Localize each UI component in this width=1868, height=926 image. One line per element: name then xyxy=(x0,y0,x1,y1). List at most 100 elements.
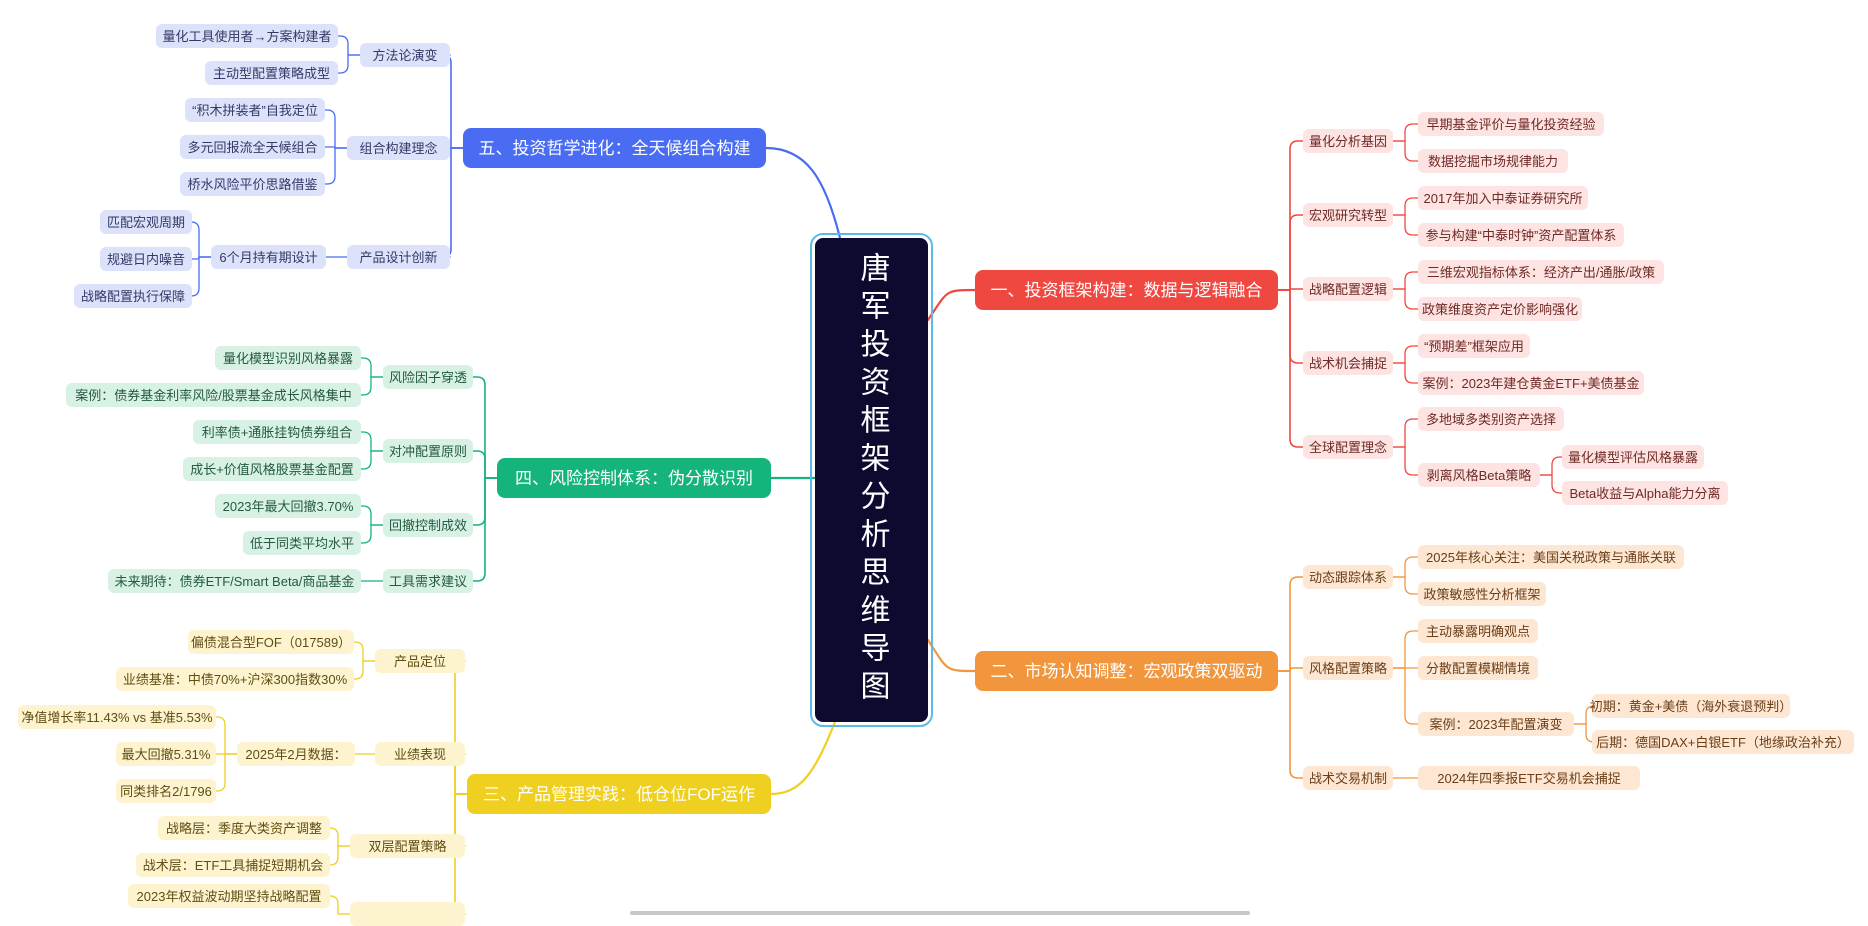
leaf-2025-focus[interactable]: 2025年核心关注：美国关税政策与通胀关联 xyxy=(1418,545,1684,569)
node-dual-layer[interactable]: 双层配置策略 xyxy=(350,834,465,858)
leaf-tactical-layer[interactable]: 战术层：ETF工具捕捉短期机会 xyxy=(136,853,330,877)
node-strip-beta[interactable]: 剥离风格Beta策略 xyxy=(1418,463,1540,487)
leaf-benchmark[interactable]: 业绩基准：中债70%+沪深300指数30% xyxy=(116,667,354,691)
leaf-quant-style-exposure[interactable]: 量化模型识别风格暴露 xyxy=(215,346,361,370)
node-product-positioning[interactable]: 产品定位 xyxy=(375,649,465,673)
connector-b1-0-1 xyxy=(1392,140,1419,162)
leaf-2023-drawdown[interactable]: 2023年最大回撤3.70% xyxy=(215,494,361,518)
connector-b3-0 xyxy=(446,660,468,795)
leaf-policy-sensitivity[interactable]: 政策敏感性分析框架 xyxy=(1418,582,1546,606)
connector-b5-2-0-2 xyxy=(190,256,212,297)
node-factor-penetration[interactable]: 风险因子穿透 xyxy=(383,365,473,389)
node-6-month-holding[interactable]: 6个月持有期设计 xyxy=(211,245,326,269)
leaf-bridgewater-risk-parity[interactable]: 桥水风险平价思路借鉴 xyxy=(180,172,325,196)
leaf-building-blocks[interactable]: “积木拼装者”自我定位 xyxy=(185,98,325,122)
connector-b2-1 xyxy=(1277,667,1304,672)
connector-b1-2 xyxy=(1277,288,1304,291)
leaf-early-gold[interactable]: 初期：黄金+美债（海外衰退预判） xyxy=(1590,694,1792,718)
connector-b4-2-1 xyxy=(360,524,384,544)
leaf-future-tools[interactable]: 未来期待：债券ETF/Smart Beta/商品基金 xyxy=(108,569,361,593)
node-methodology[interactable]: 方法论演变 xyxy=(360,43,450,67)
leaf-beta-alpha[interactable]: Beta收益与Alpha能力分离 xyxy=(1562,481,1728,505)
connector-b4-0 xyxy=(472,376,498,479)
leaf-2023-equity-volatility[interactable]: 2023年权益波动期坚持战略配置 xyxy=(128,884,330,908)
connector-b1-3-0 xyxy=(1392,345,1419,364)
leaf-data-mining[interactable]: 数据挖掘市场规律能力 xyxy=(1418,149,1568,173)
leaf-max-drawdown[interactable]: 最大回撤5.31% xyxy=(116,742,216,766)
leaf-early-fund-evaluation[interactable]: 早期基金评价与量化投资经验 xyxy=(1418,112,1604,136)
leaf-avoid-intraday-noise[interactable]: 规避日内噪音 xyxy=(100,247,192,271)
horizontal-scrollbar[interactable] xyxy=(630,911,1250,915)
connector-b4-1 xyxy=(472,450,498,479)
connector-center-b1 xyxy=(926,288,977,322)
node-macro-research[interactable]: 宏观研究转型 xyxy=(1303,203,1393,227)
leaf-zhongtai-clock[interactable]: 参与构建“中泰时钟”资产配置体系 xyxy=(1418,223,1624,247)
node-portfolio-concept[interactable]: 组合构建理念 xyxy=(347,136,450,160)
leaf-nav-growth[interactable]: 净值增长率11.43% vs 基准5.53% xyxy=(18,705,216,729)
leaf-multi-region[interactable]: 多地域多类别资产选择 xyxy=(1418,407,1564,431)
leaf-active-strategy[interactable]: 主动型配置策略成型 xyxy=(205,61,338,85)
connector-b1-4-1-1 xyxy=(1539,474,1563,494)
connector-b1-0-0 xyxy=(1392,123,1419,142)
connector-b2-0 xyxy=(1277,576,1304,672)
node-product-design[interactable]: 产品设计创新 xyxy=(347,245,450,269)
connector-b4-1-1 xyxy=(360,450,384,470)
leaf-active-exposure[interactable]: 主动暴露明确观点 xyxy=(1418,619,1538,643)
node-performance[interactable]: 业绩表现 xyxy=(375,742,465,766)
node-dynamic-tracking[interactable]: 动态跟踪体系 xyxy=(1303,565,1393,589)
branch-2-market-cognition[interactable]: 二、市场认知调整：宏观政策双驱动 xyxy=(975,651,1278,691)
connector-b3-3-0 xyxy=(329,895,351,915)
connector-b5-1-1 xyxy=(324,146,348,149)
leaf-fof-017589[interactable]: 偏债混合型FOF（017589） xyxy=(188,630,354,654)
connector-b2-1-2 xyxy=(1392,667,1419,725)
connector-center-b3 xyxy=(769,720,837,796)
node-case-2023[interactable]: 案例：2023年配置演变 xyxy=(1418,712,1574,736)
node-hedge-principle[interactable]: 对冲配置原则 xyxy=(383,439,473,463)
leaf-quant-to-solution[interactable]: 量化工具使用者→方案构建者 xyxy=(156,24,338,48)
connector-b3-2-1 xyxy=(329,845,351,866)
connector-b2-0-0 xyxy=(1392,556,1419,578)
center-title-node[interactable]: 唐军投资框架分析思维导图 xyxy=(810,233,933,727)
leaf-policy-pricing[interactable]: 政策维度资产定价影响强化 xyxy=(1418,297,1582,321)
connector-b5-1-0 xyxy=(324,109,348,149)
connector-b2-1-2-1 xyxy=(1573,723,1595,743)
node-feb-2025-data[interactable]: 2025年2月数据： xyxy=(237,742,355,766)
node-tactical-trading[interactable]: 战术交易机制 xyxy=(1303,766,1393,790)
branch-3-product-management[interactable]: 三、产品管理实践：低仓位FOF运作 xyxy=(467,774,771,814)
leaf-case-gold-etf[interactable]: 案例：2023年建仓黄金ETF+美债基金 xyxy=(1418,371,1644,395)
node-cut-off[interactable] xyxy=(350,902,465,926)
leaf-rate-inflation-bonds[interactable]: 利率债+通胀挂钩债券组合 xyxy=(193,420,361,444)
node-strategic-allocation[interactable]: 战略配置逻辑 xyxy=(1303,277,1393,301)
leaf-joined-zhongtai-2017[interactable]: 2017年加入中泰证券研究所 xyxy=(1418,186,1588,210)
branch-5-investment-philosophy[interactable]: 五、投资哲学进化：全天候组合构建 xyxy=(463,128,766,168)
leaf-below-peer-avg[interactable]: 低于同类平均水平 xyxy=(243,531,361,555)
connector-b5-2-0-0 xyxy=(190,221,212,258)
node-global-allocation[interactable]: 全球配置理念 xyxy=(1303,435,1393,459)
leaf-strategic-layer[interactable]: 战略层：季度大类资产调整 xyxy=(158,816,330,840)
leaf-peer-rank[interactable]: 同类排名2/1796 xyxy=(116,779,216,803)
node-tactical-opportunity[interactable]: 战术机会捕捉 xyxy=(1303,351,1393,375)
connector-b1-1-0 xyxy=(1392,197,1419,216)
branch-4-risk-control[interactable]: 四、风险控制体系：伪分散识别 xyxy=(497,458,771,498)
leaf-3d-macro-indicators[interactable]: 三维宏观指标体系：经济产出/通胀/政策 xyxy=(1418,260,1664,284)
leaf-2024-q4-etf[interactable]: 2024年四季报ETF交易机会捕捉 xyxy=(1418,766,1640,790)
leaf-diversified[interactable]: 分散配置模糊情境 xyxy=(1418,656,1538,680)
leaf-execution-guarantee[interactable]: 战略配置执行保障 xyxy=(74,284,192,308)
connector-b5-2-0-1 xyxy=(191,256,212,260)
node-quant-gene[interactable]: 量化分析基因 xyxy=(1303,129,1393,153)
node-drawdown-control[interactable]: 回撤控制成效 xyxy=(383,513,473,537)
connector-b1-2-0 xyxy=(1392,271,1419,290)
leaf-expectation-gap[interactable]: “预期差”框架应用 xyxy=(1418,334,1530,358)
leaf-style-exposure[interactable]: 量化模型评估风格暴露 xyxy=(1562,445,1704,469)
node-style-allocation[interactable]: 风格配置策略 xyxy=(1303,656,1393,680)
leaf-case-concentration[interactable]: 案例：债券基金利率风险/股票基金成长风格集中 xyxy=(66,383,361,407)
connector-b1-0 xyxy=(1277,140,1304,291)
branch-1-investment-framework[interactable]: 一、投资框架构建：数据与逻辑融合 xyxy=(975,270,1278,310)
leaf-all-weather[interactable]: 多元回报流全天候组合 xyxy=(180,135,325,159)
leaf-later-dax[interactable]: 后期：德国DAX+白银ETF（地缘政治补充） xyxy=(1592,730,1854,754)
node-tool-needs[interactable]: 工具需求建议 xyxy=(383,569,473,593)
connector-b5-0-0 xyxy=(337,35,361,56)
leaf-growth-value[interactable]: 成长+价值风格股票基金配置 xyxy=(183,457,361,481)
leaf-macro-cycle[interactable]: 匹配宏观周期 xyxy=(100,210,192,234)
